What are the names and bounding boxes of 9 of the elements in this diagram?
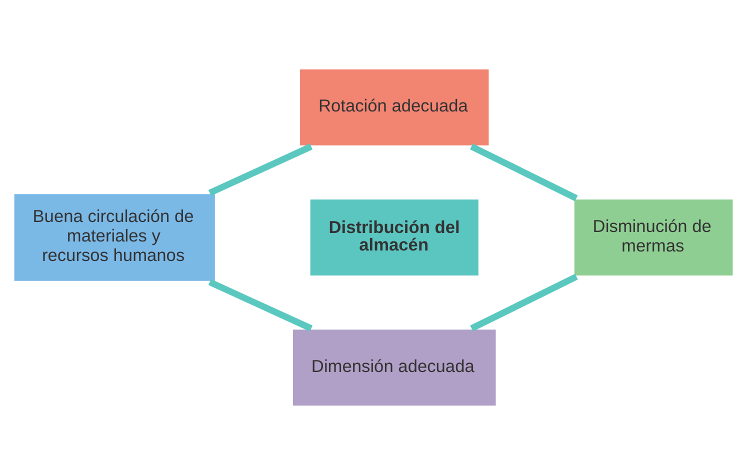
node-box: Rotación adecuada [298,67,491,148]
node-box: Dimensión adecuada [290,328,498,408]
connector [208,279,313,332]
node-box: Buena circulación de materiales y recursos humanos [12,192,218,284]
node-box: Disminución de mermas [572,197,735,278]
node-box: Distribución del almacén [308,197,481,278]
connector [208,144,313,196]
connector [470,144,578,202]
connector [470,274,578,332]
